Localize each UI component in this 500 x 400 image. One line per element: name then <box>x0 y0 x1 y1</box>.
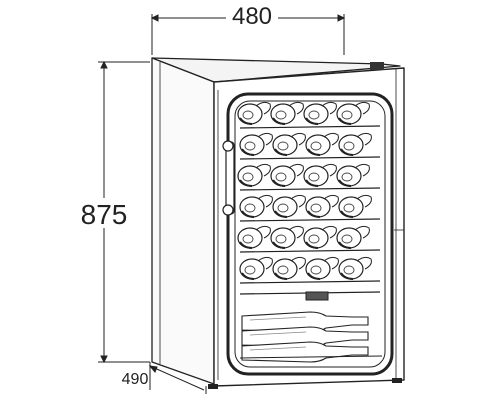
bottle <box>239 256 273 280</box>
bottle <box>336 225 370 249</box>
bottle <box>239 194 273 218</box>
shelf-rail <box>239 125 381 129</box>
width-label: 480 <box>232 3 272 30</box>
shelf-rail <box>239 249 381 253</box>
lying-bottle <box>241 341 369 363</box>
compartment-floor <box>239 355 383 359</box>
bottle <box>338 256 372 280</box>
shelf-rail <box>239 218 381 222</box>
shelf-rail <box>239 280 381 284</box>
width-label-bg <box>226 4 278 28</box>
cabinet-side <box>151 57 215 385</box>
bottle <box>237 225 271 249</box>
bottle <box>336 101 370 125</box>
wine-shelves <box>237 101 381 301</box>
bottle <box>303 101 337 125</box>
shelf-rail <box>239 156 381 160</box>
bottle <box>303 225 337 249</box>
height-label-bg <box>72 198 136 228</box>
bottle <box>303 163 337 187</box>
bottle <box>270 225 304 249</box>
depth-dimension <box>148 362 207 394</box>
bottom-compartment <box>239 311 383 363</box>
bottle <box>237 163 271 187</box>
bottle <box>336 163 370 187</box>
hinge <box>370 62 384 70</box>
bottle <box>270 163 304 187</box>
depth-label: 490 <box>122 371 149 388</box>
height-label: 875 <box>81 199 128 230</box>
bottle <box>272 256 306 280</box>
shelf-tag <box>305 291 329 301</box>
door-handle <box>222 140 235 216</box>
bottle <box>270 101 304 125</box>
bottle <box>272 194 306 218</box>
foot-right <box>392 378 402 383</box>
foot-left <box>208 384 218 389</box>
bottle <box>272 132 306 156</box>
bottle <box>338 132 372 156</box>
bottle <box>338 194 372 218</box>
bottle <box>239 132 273 156</box>
bottle <box>305 194 339 218</box>
shelf-rail <box>239 187 381 191</box>
bottle <box>305 256 339 280</box>
bottle <box>237 101 271 125</box>
bottle <box>305 132 339 156</box>
